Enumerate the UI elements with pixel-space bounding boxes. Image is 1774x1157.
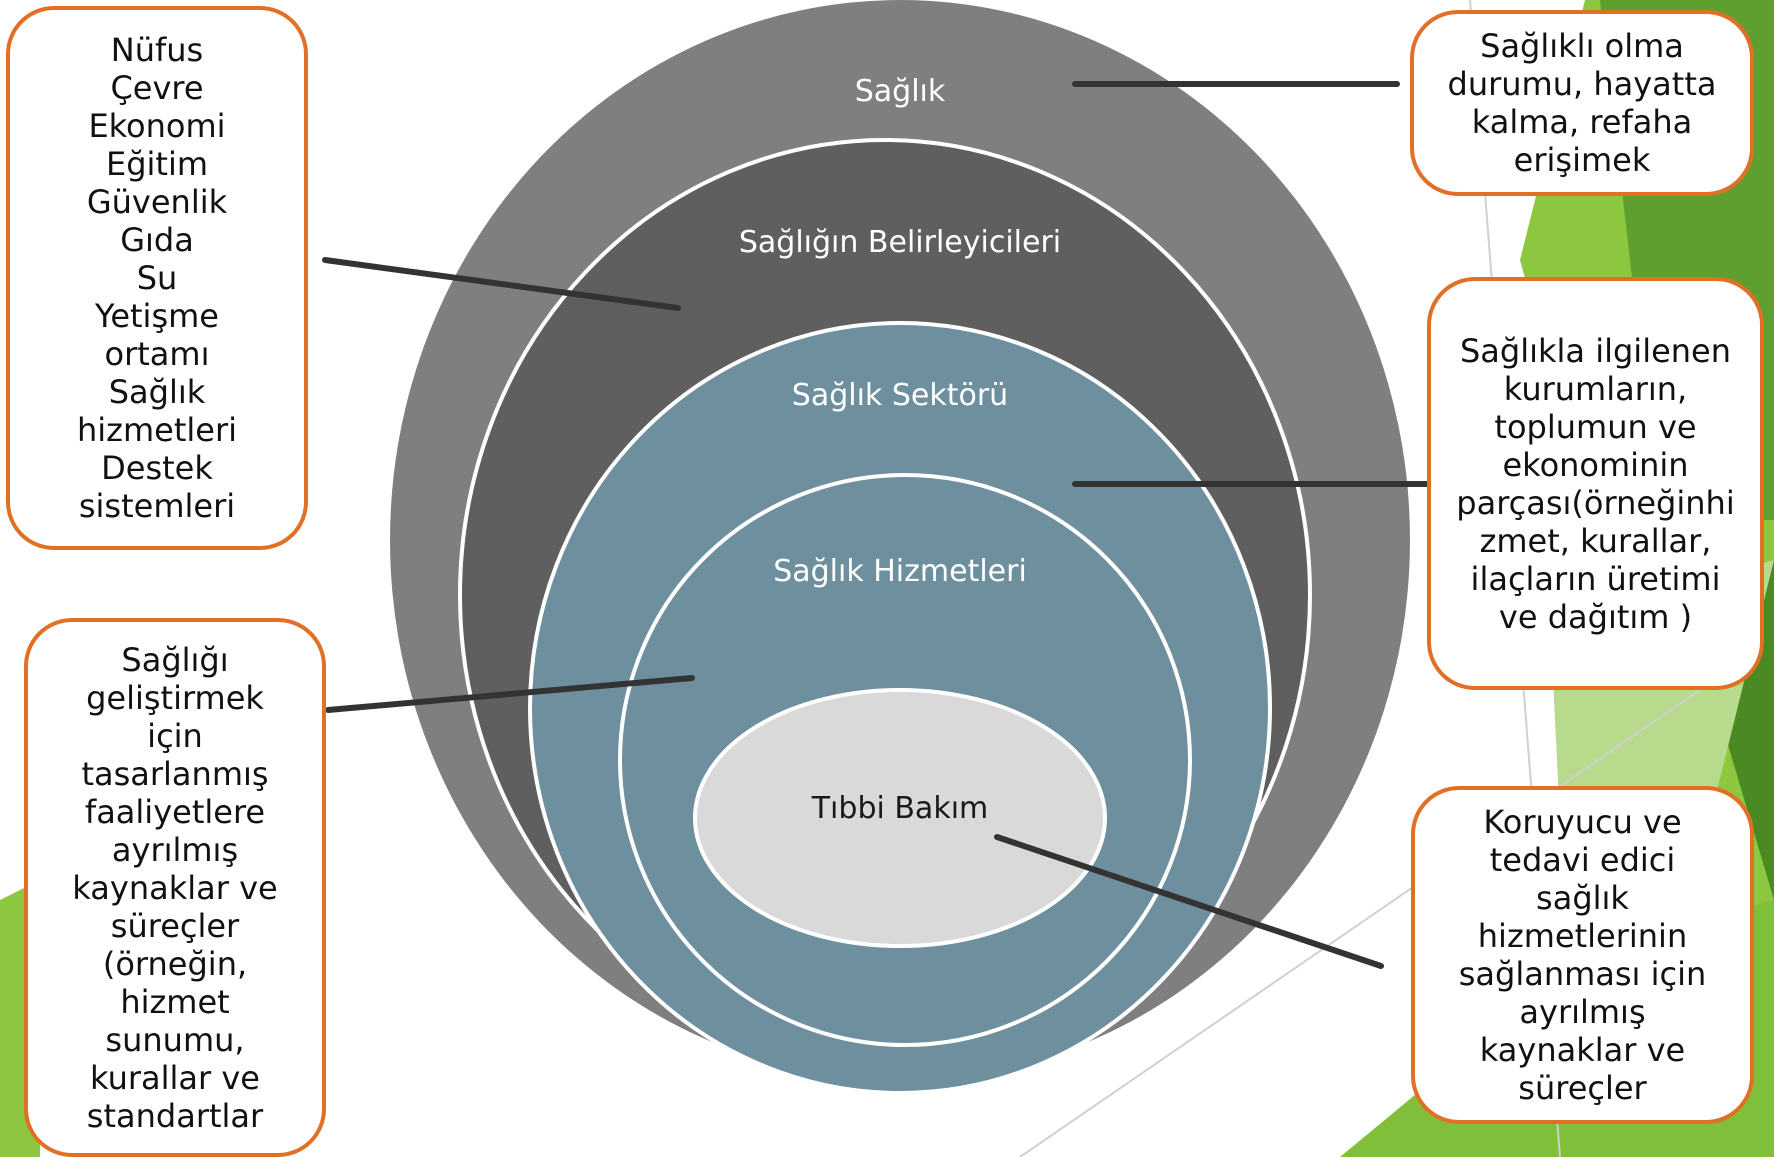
connector-lines <box>322 81 1433 969</box>
determinants-list-line: Ekonomi <box>88 107 226 145</box>
sector-definition-line: ekonominin <box>1502 445 1689 484</box>
services-definition-line: standartlar <box>86 1096 264 1135</box>
services-definition-line: tasarlanmış <box>81 754 269 793</box>
sector-definition-line: ve dağıtım ) <box>1498 597 1693 636</box>
health-definition-line: erişimek <box>1513 141 1651 179</box>
care-definition-line: sağlanması için <box>1458 955 1707 993</box>
health-definition-line: durumu, hayatta <box>1447 65 1717 103</box>
services-definition-line: sunumu, <box>105 1020 245 1059</box>
sector-definition-line: zmet, kurallar, <box>1479 521 1712 560</box>
determinants-list-line: Su <box>136 259 178 297</box>
services-definition-line: ayrılmış <box>111 830 239 869</box>
services-definition-line: süreçler <box>110 906 240 945</box>
determinants-list-line: Yetişme <box>95 297 219 335</box>
care-definition-line: sağlık <box>1536 879 1629 917</box>
determinants-list-line: Eğitim <box>105 145 209 183</box>
determinants-list-line: sistemleri <box>78 487 236 525</box>
care-definition-line: süreçler <box>1518 1069 1647 1107</box>
label-tibbi-bakim: Tıbbi Bakım <box>811 791 989 826</box>
services-definition-line: geliştirmek <box>86 678 264 717</box>
sector-definition-line: toplumun ve <box>1494 407 1697 446</box>
determinants-list-line: Gıda <box>120 221 194 259</box>
thin-decor-line-2 <box>1019 689 1701 1157</box>
health-definition-line: Sağlıklı olma <box>1480 27 1684 65</box>
core-tibbi-bakim <box>693 688 1107 948</box>
determinants-list-line: Güvenlik <box>86 183 228 221</box>
care-definition-line: tedavi edici <box>1489 841 1676 879</box>
determinants-list-line: ortamı <box>104 335 210 373</box>
services-definition-line: kaynaklar ve <box>72 868 278 907</box>
determinants-list-line: Çevre <box>110 69 204 107</box>
connector-belirleyiciler <box>322 257 681 311</box>
health-definition-line: kalma, refaha <box>1471 103 1693 141</box>
connector-tibbi-bakim <box>994 834 1384 969</box>
sector-definition-line: parçası(örneğinhi <box>1456 483 1735 522</box>
care-definition-line: hizmetlerinin <box>1477 917 1688 955</box>
label-saglik: Sağlık <box>855 74 946 109</box>
care-definition-line: kaynaklar ve <box>1479 1031 1686 1069</box>
services-definition-line: faaliyetlere <box>84 792 266 831</box>
care-definition-line: ayrılmış <box>1519 993 1646 1031</box>
determinants-list-line: hizmetleri <box>77 411 237 449</box>
sector-definition-line: kurumların, <box>1503 369 1688 408</box>
services-definition-line: Sağlığı <box>121 640 229 679</box>
determinants-list-line: Destek <box>101 449 213 487</box>
services-definition-line: (örneğin, <box>102 944 248 983</box>
label-belirleyiciler: Sağlığın Belirleyicileri <box>739 225 1061 260</box>
services-definition-line: için <box>147 716 203 755</box>
sector-definition-line: Sağlıkla ilgilenen <box>1459 331 1732 370</box>
services-definition-line: hizmet <box>120 982 230 1021</box>
label-sektor: Sağlık Sektörü <box>792 378 1008 413</box>
services-definition-line: kurallar ve <box>90 1058 260 1097</box>
sector-definition-line: ilaçların üretimi <box>1470 559 1721 598</box>
determinants-list-line: Nüfus <box>110 31 204 69</box>
label-hizmetler: Sağlık Hizmetleri <box>773 554 1027 589</box>
connector-hizmetler <box>325 675 695 713</box>
determinants-list-line: Sağlık <box>108 373 206 411</box>
care-definition-line: Koruyucu ve <box>1483 803 1682 841</box>
